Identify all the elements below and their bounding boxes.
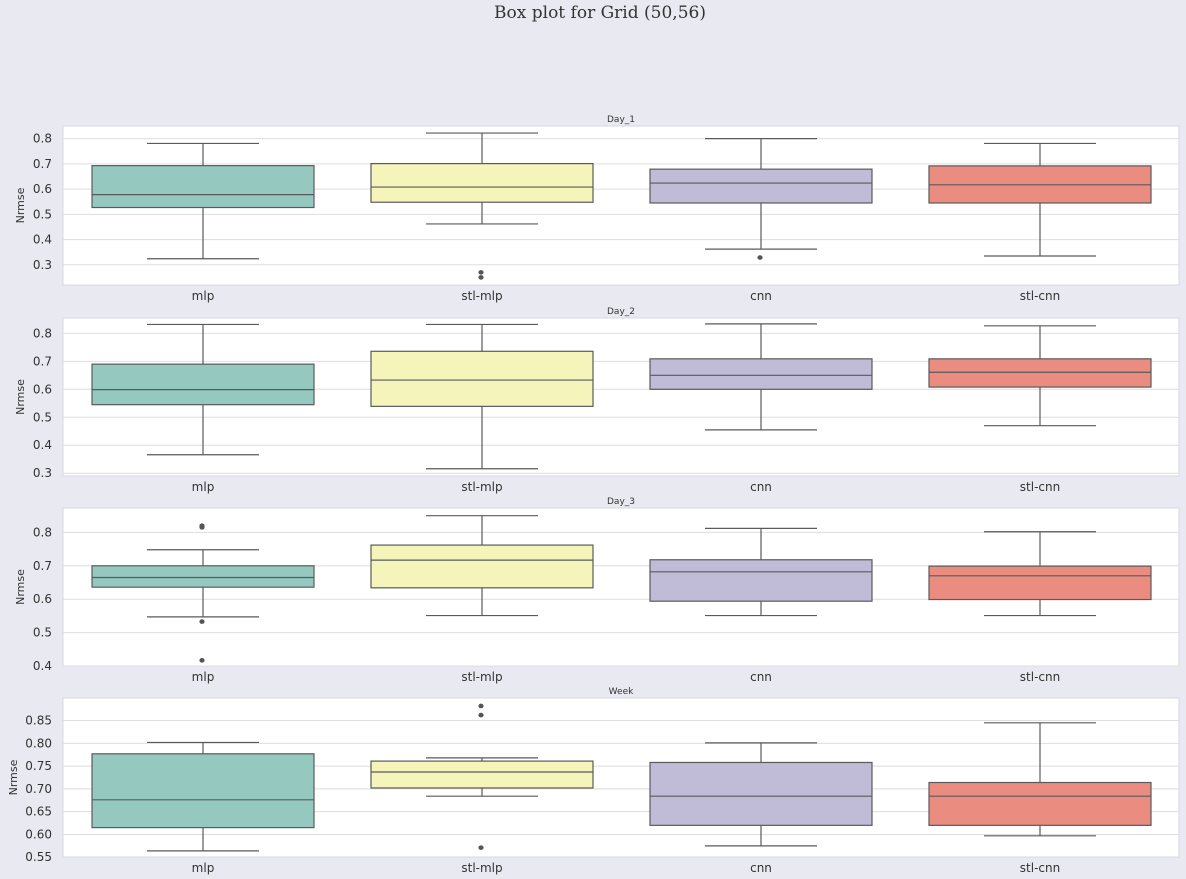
iqr-box (928, 565, 1152, 601)
subplot-title: Day_3 (607, 497, 635, 507)
x-tick-label: stl-mlp (461, 670, 502, 684)
box-stl-cnn (928, 722, 1152, 837)
y-tick-label: 0.7 (33, 354, 52, 368)
outlier-point (478, 275, 484, 280)
outlier-point (757, 255, 763, 260)
y-tick-label: 0.6 (33, 382, 52, 396)
iqr-box (649, 358, 873, 390)
box-stl-cnn (928, 531, 1152, 617)
iqr-box (91, 165, 315, 209)
x-tick-label: mlp (192, 480, 215, 494)
y-axis-label: Nrmse (7, 759, 20, 795)
iqr-box (649, 559, 873, 602)
iqr-box (928, 358, 1152, 388)
box-mlp (91, 741, 315, 852)
x-tick-label: stl-cnn (1020, 861, 1060, 875)
y-tick-label: 0.8 (33, 525, 52, 539)
y-tick-label: 0.8 (33, 132, 52, 146)
y-tick-label: 0.4 (33, 233, 52, 247)
box-cnn (649, 323, 873, 431)
outlier-point (478, 703, 484, 709)
iqr-box (370, 163, 594, 203)
box-cnn (649, 527, 873, 617)
y-tick-label: 0.6 (33, 182, 52, 196)
box-stl-mlp (370, 703, 594, 850)
y-tick-label: 0.75 (25, 759, 52, 773)
y-tick-label: 0.5 (33, 410, 52, 424)
x-tick-label: cnn (750, 861, 772, 875)
y-tick-label: 0.60 (25, 827, 52, 841)
y-tick-label: 0.65 (25, 805, 52, 819)
y-tick-label: 0.7 (33, 559, 52, 573)
y-axis-label: Nrmse (14, 379, 27, 415)
y-axis-label: Nrmse (14, 569, 27, 605)
y-tick-label: 0.4 (33, 659, 52, 673)
x-tick-label: stl-cnn (1020, 670, 1060, 684)
y-tick-label: 0.3 (33, 466, 52, 480)
y-tick-label: 0.55 (25, 850, 52, 864)
y-tick-label: 0.8 (33, 326, 52, 340)
box-stl-cnn (928, 325, 1152, 427)
outlier-point (478, 270, 484, 275)
box-mlp (91, 323, 315, 456)
iqr-box (928, 781, 1152, 826)
y-tick-label: 0.7 (33, 157, 52, 171)
box-mlp (91, 142, 315, 260)
y-axis-label: Nrmse (14, 187, 27, 223)
subplot-title: Day_2 (607, 307, 635, 317)
x-tick-label: mlp (192, 289, 215, 303)
x-tick-label: cnn (750, 670, 772, 684)
box-stl-mlp (370, 515, 594, 617)
iqr-box (91, 753, 315, 829)
x-tick-label: stl-mlp (461, 289, 502, 303)
iqr-box (91, 565, 315, 588)
x-tick-label: mlp (192, 670, 215, 684)
x-tick-label: stl-cnn (1020, 289, 1060, 303)
x-tick-label: stl-mlp (461, 480, 502, 494)
y-tick-label: 0.4 (33, 438, 52, 452)
box-stl-mlp (370, 323, 594, 470)
outlier-point (478, 845, 484, 850)
y-tick-label: 0.3 (33, 258, 52, 272)
iqr-box (370, 760, 594, 789)
subplot-title: Week (609, 687, 634, 697)
y-tick-label: 0.85 (25, 714, 52, 728)
figure-title: Box plot for Grid (50,56) (494, 3, 706, 23)
x-tick-label: cnn (750, 289, 772, 303)
outlier-point (478, 712, 484, 718)
outlier-point (199, 658, 205, 663)
x-tick-label: stl-mlp (461, 861, 502, 875)
x-tick-label: mlp (192, 861, 215, 875)
subplot-title: Day_1 (607, 115, 635, 125)
y-tick-label: 0.6 (33, 592, 52, 606)
iqr-box (91, 363, 315, 406)
x-tick-label: stl-cnn (1020, 480, 1060, 494)
y-tick-label: 0.70 (25, 782, 52, 796)
box-mlp (91, 523, 315, 663)
box-stl-mlp (370, 132, 594, 280)
y-tick-label: 0.5 (33, 207, 52, 221)
outlier-point (199, 619, 205, 624)
y-tick-label: 0.5 (33, 626, 52, 640)
box-stl-cnn (928, 142, 1152, 257)
box-cnn (649, 742, 873, 847)
y-tick-label: 0.80 (25, 736, 52, 750)
iqr-box (649, 168, 873, 204)
iqr-box (370, 544, 594, 589)
outlier-point (199, 525, 205, 530)
box-cnn (649, 138, 873, 260)
iqr-box (370, 350, 594, 407)
iqr-box (649, 761, 873, 826)
x-tick-label: cnn (750, 480, 772, 494)
